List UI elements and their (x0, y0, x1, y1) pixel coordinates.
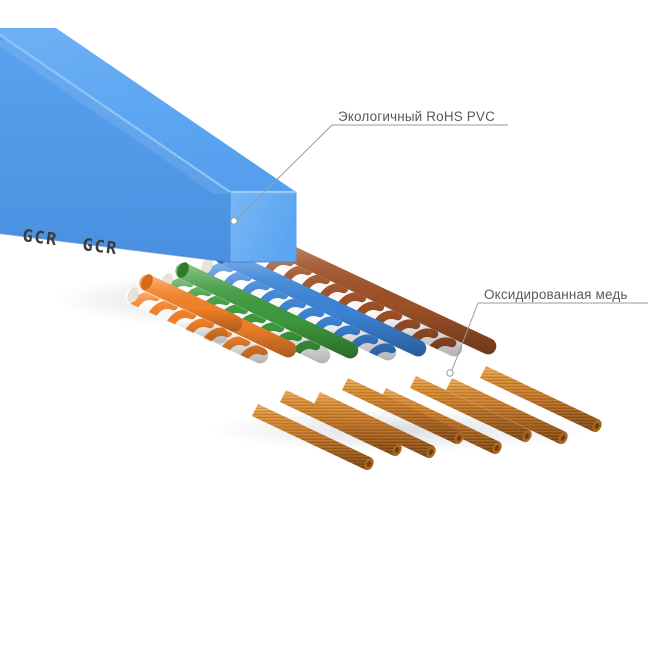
copper-tail-brown (480, 366, 602, 433)
gcr-print-1: GCR (21, 226, 59, 250)
wire-orange-front-overlap (139, 274, 243, 332)
copper-tail-orange (280, 390, 402, 457)
cable-jacket: GCR GCR (0, 28, 297, 263)
copper-tail-brown-white (446, 378, 568, 445)
copper-tail-green-white (314, 392, 436, 459)
copper-tail-orange-white (252, 404, 374, 471)
copper-tail-blue-white (380, 388, 502, 455)
wire-blue-white (199, 258, 502, 455)
gcr-branding: GCR GCR (21, 226, 119, 259)
copper-tail-green (342, 378, 464, 445)
wire-green (175, 262, 464, 445)
gcr-print-2: GCR (81, 235, 119, 259)
leader-pvc (230, 124, 508, 225)
callout-label-pvc: Экологичный RoHS PVC (338, 109, 495, 124)
wire-brown (255, 232, 602, 433)
leader-copper (446, 302, 648, 377)
wire-orange-white-front-overlap (125, 287, 229, 344)
callout-label-copper: Оксидированная медь (484, 287, 628, 302)
callout-leaders (230, 124, 648, 377)
copper-tail-blue (410, 376, 532, 443)
wire-blue (215, 248, 532, 443)
